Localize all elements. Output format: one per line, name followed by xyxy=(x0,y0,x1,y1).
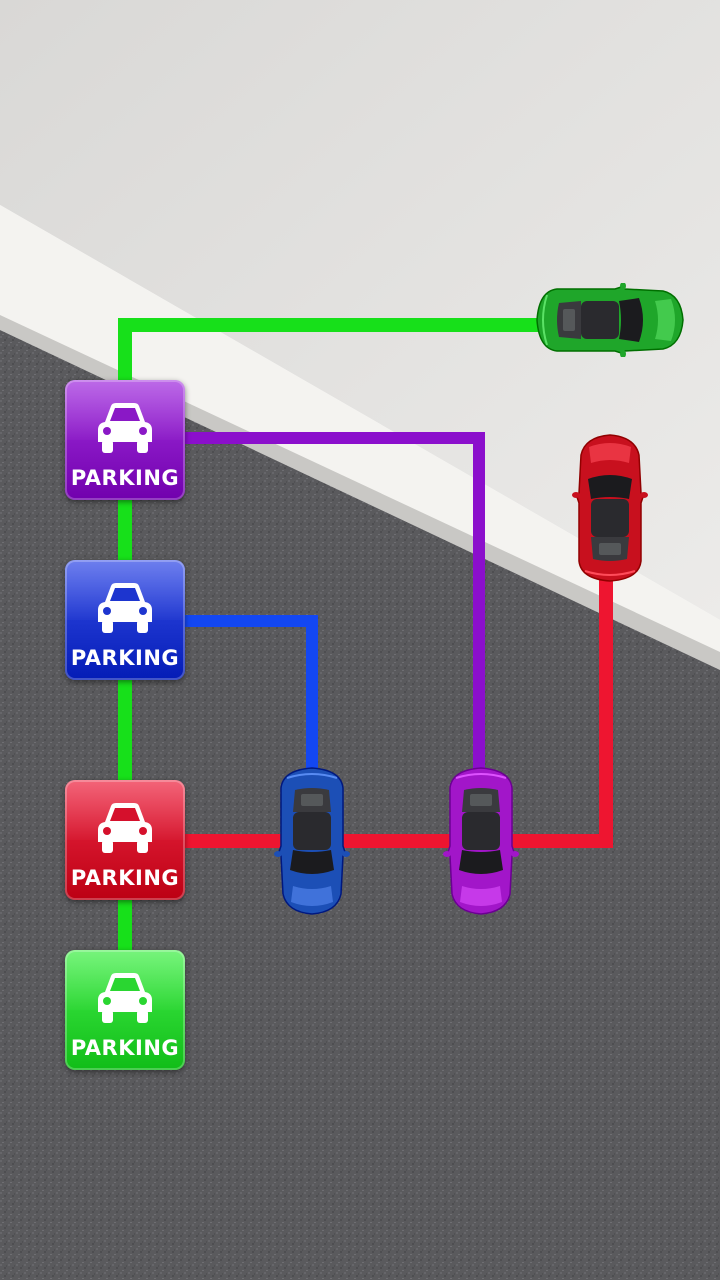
car-windshield xyxy=(588,475,632,499)
parking-lot-purple[interactable]: PARKING xyxy=(65,380,185,500)
car-hood-highlight xyxy=(589,443,631,463)
blue-path xyxy=(185,615,318,790)
red-car[interactable] xyxy=(572,433,648,583)
car-tail-light xyxy=(286,773,338,779)
car-roof xyxy=(462,812,500,850)
wall xyxy=(0,0,720,620)
car-front-icon xyxy=(98,403,152,453)
car-mirror-right xyxy=(620,350,626,357)
parking-label: PARKING xyxy=(70,646,180,670)
parking-lot-green[interactable]: PARKING xyxy=(65,950,185,1070)
car-hood-highlight xyxy=(655,299,675,341)
red-path xyxy=(185,570,613,848)
car-tail-light xyxy=(455,773,507,779)
car-engine-detail xyxy=(563,309,575,331)
car-engine-detail xyxy=(470,794,492,806)
car-mirror-left xyxy=(342,851,350,857)
parking-lot-red[interactable]: PARKING xyxy=(65,780,185,900)
car-windshield xyxy=(459,850,503,874)
car-windshield xyxy=(619,298,643,342)
parking-label: PARKING xyxy=(70,866,180,890)
car-mirror-right xyxy=(443,851,451,857)
car-mirror-left xyxy=(620,283,626,290)
car-front-icon xyxy=(98,803,152,853)
car-engine-detail xyxy=(599,543,621,555)
car-roof xyxy=(293,812,331,850)
parking-label: PARKING xyxy=(70,1036,180,1060)
car-front-icon xyxy=(98,583,152,633)
car-tail-light xyxy=(542,294,548,346)
car-engine-detail xyxy=(301,794,323,806)
blue-car[interactable] xyxy=(274,766,350,916)
car-hood-highlight xyxy=(460,886,502,906)
parking-label: PARKING xyxy=(70,466,180,490)
car-windshield xyxy=(290,850,334,874)
parking-lot-blue[interactable]: PARKING xyxy=(65,560,185,680)
purple-path xyxy=(185,432,485,790)
car-mirror-left xyxy=(511,851,519,857)
car-roof xyxy=(591,499,629,537)
purple-car[interactable] xyxy=(443,766,519,916)
car-front-icon xyxy=(98,973,152,1023)
car-mirror-right xyxy=(274,851,282,857)
car-mirror-right xyxy=(640,492,648,498)
green-car[interactable] xyxy=(535,283,685,357)
car-roof xyxy=(581,301,619,339)
car-tail-light xyxy=(584,570,636,576)
car-mirror-left xyxy=(572,492,580,498)
car-hood-highlight xyxy=(291,886,333,906)
